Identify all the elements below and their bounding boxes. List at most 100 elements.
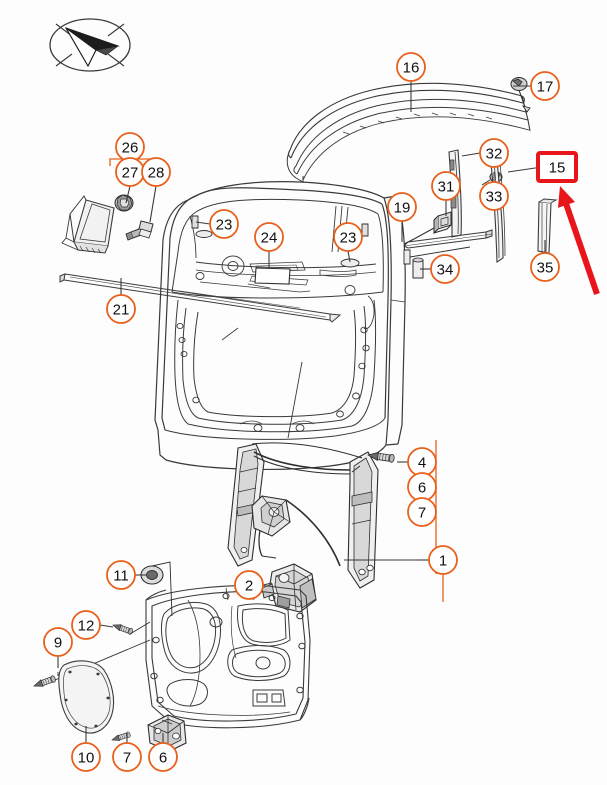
part-17-molding-clip xyxy=(510,77,531,113)
callout-circle xyxy=(106,294,136,324)
part-27-cover-nut xyxy=(114,194,134,212)
callout-33[interactable]: 33 xyxy=(479,181,509,211)
part-19-outer-belt-weatherstrip xyxy=(403,229,493,249)
callout-2[interactable]: 2 xyxy=(234,570,264,600)
callout-label: 35 xyxy=(537,260,554,277)
callout-23[interactable]: 23 xyxy=(209,209,239,239)
callout-17[interactable]: 17 xyxy=(530,71,560,101)
callout-34[interactable]: 34 xyxy=(430,254,460,284)
callout-circle xyxy=(148,742,178,772)
callout-circle xyxy=(43,627,73,657)
callout-6[interactable]: 6 xyxy=(148,742,178,772)
bolt-4-leader xyxy=(351,465,361,473)
door-inner-panel-contour xyxy=(174,299,376,433)
callout-label: 34 xyxy=(437,262,454,279)
callout-16[interactable]: 16 xyxy=(396,52,426,82)
callout-label: 1 xyxy=(439,553,447,570)
highlight-box xyxy=(536,151,578,183)
part-11-grommet-ring xyxy=(140,561,173,617)
callout-label: 21 xyxy=(113,302,130,319)
callout-7[interactable]: 7 xyxy=(407,497,437,527)
callout-leader-23 xyxy=(195,221,211,225)
door-window-aperture xyxy=(171,198,384,299)
callout-leader-32 xyxy=(461,152,481,157)
part-35-channel-filler-strip xyxy=(537,198,558,255)
callout-7[interactable]: 7 xyxy=(112,742,142,772)
callout-31[interactable]: 31 xyxy=(431,171,461,201)
highlight-box-label: 15 xyxy=(549,160,566,177)
callout-label: 6 xyxy=(159,750,167,767)
callout-label: 32 xyxy=(486,146,503,163)
callout-layer: 1617262728321531332319242334352146711121… xyxy=(43,52,571,772)
callout-4[interactable]: 4 xyxy=(407,447,437,477)
callout-label: 2 xyxy=(245,578,253,595)
callout-leader-2 xyxy=(262,582,273,586)
callout-circle xyxy=(430,254,460,284)
callout-leader-27 xyxy=(125,185,131,204)
callout-label: 23 xyxy=(340,230,357,247)
part-10-sealing-foil-cover xyxy=(58,660,115,734)
callout-label: 28 xyxy=(148,165,165,182)
part-6-door-latch-striker-bracket xyxy=(147,714,187,752)
callout-label: 10 xyxy=(78,750,95,767)
callout-label: 31 xyxy=(438,179,455,196)
callout-circle xyxy=(333,222,363,252)
callout-32[interactable]: 32 xyxy=(479,138,509,168)
callout-circle xyxy=(428,545,458,575)
callout-1[interactable]: 1 xyxy=(428,545,458,575)
callout-label: 7 xyxy=(418,505,426,522)
callout-circle xyxy=(254,222,284,252)
callout-21[interactable]: 21 xyxy=(106,294,136,324)
callout-35[interactable]: 35 xyxy=(530,252,560,282)
door-module-carrier xyxy=(145,585,311,729)
callout-28[interactable]: 28 xyxy=(141,157,171,187)
callout-label: 23 xyxy=(216,217,233,234)
callout-leader-28 xyxy=(149,185,157,223)
door-panel-details xyxy=(176,255,377,432)
callout-circle xyxy=(479,138,509,168)
assembly-pointer-line xyxy=(287,361,303,439)
callout-circle xyxy=(71,610,101,640)
callout-19[interactable]: 19 xyxy=(387,192,417,222)
callout-circle xyxy=(530,252,560,282)
callout-leader-23 xyxy=(347,250,351,263)
oval-arrow-emblem-icon xyxy=(49,18,131,72)
callout-12[interactable]: 12 xyxy=(71,610,101,640)
highlight-annotation-layer: 15 xyxy=(536,151,600,295)
callout-circle xyxy=(387,192,417,222)
callout-6[interactable]: 6 xyxy=(407,472,437,502)
callout-9[interactable]: 9 xyxy=(43,627,73,657)
callout-label: 16 xyxy=(403,60,420,77)
callout-label: 24 xyxy=(261,230,278,247)
callout-label: 6 xyxy=(418,480,426,497)
part-23-window-guide-clip-right xyxy=(340,223,369,268)
callout-circle xyxy=(530,71,560,101)
highlight-arrow-shaft xyxy=(560,194,600,295)
callout-circle xyxy=(112,742,142,772)
callout-circle xyxy=(141,157,171,187)
callout-24[interactable]: 24 xyxy=(254,222,284,252)
callout-23[interactable]: 23 xyxy=(333,222,363,252)
callout-10[interactable]: 10 xyxy=(71,742,101,772)
screw-12-leader xyxy=(129,621,151,635)
callout-label: 19 xyxy=(394,200,411,217)
callout-27[interactable]: 27 xyxy=(115,157,145,187)
part-21-inner-belt-weatherstrip xyxy=(59,273,342,323)
part-23-window-guide-clip-left xyxy=(191,215,213,238)
callout-11[interactable]: 11 xyxy=(106,560,136,590)
callout-label: 17 xyxy=(537,79,554,96)
highlight-arrow-head xyxy=(557,186,575,208)
callout-26[interactable]: 26 xyxy=(115,132,145,162)
part-2-window-regulator-motor xyxy=(261,563,317,613)
part-1-window-regulator-assembly xyxy=(227,442,379,589)
door-module-cutouts xyxy=(150,587,306,716)
callout-circle xyxy=(71,742,101,772)
part-28-cover-clip xyxy=(125,220,154,241)
callout-label: 11 xyxy=(113,568,129,585)
callout-circle xyxy=(479,181,509,211)
callout-label: 12 xyxy=(78,618,95,635)
part-16-roof-frame-molding xyxy=(286,82,531,183)
